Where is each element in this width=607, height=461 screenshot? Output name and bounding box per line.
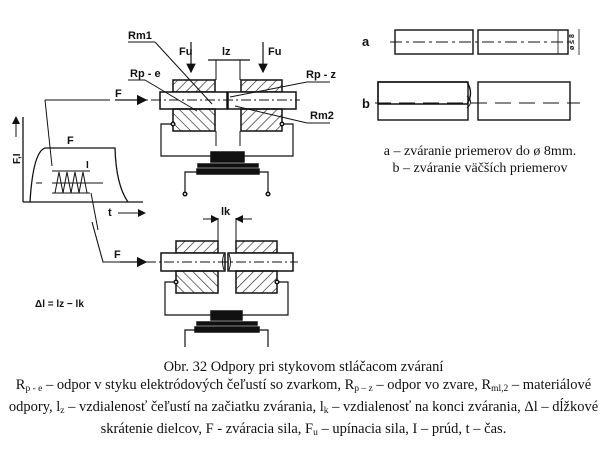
label-graph-t: t — [108, 207, 112, 219]
label-f-bottom: F — [114, 249, 121, 261]
label-rm2: Rm2 — [310, 110, 334, 122]
sym-rm-sub: ml,2 — [491, 384, 509, 394]
sym-rpe-sub: p - e — [25, 384, 43, 394]
sym-rpz-sub: p – z — [354, 384, 373, 394]
desc-lk: – vzdialenosť na konci zvárania, Δl – dĺ… — [100, 399, 599, 437]
label-graph-i: I — [86, 160, 89, 171]
top-welding-setup — [115, 41, 330, 197]
top-transformer-primary — [210, 151, 245, 163]
label-rpe: Rp - e — [130, 68, 161, 80]
desc-rpz: – odpor vo zvare, — [372, 377, 482, 393]
label-fu-left: Fu — [179, 46, 192, 58]
label-fu-right: Fu — [268, 46, 281, 58]
label-f-top: F — [115, 88, 122, 100]
current-waveform — [54, 171, 88, 194]
figure-title: Obr. 32 Odpory pri stykovom stláčacom zv… — [163, 359, 444, 375]
variant-a-caption: a – zváranie priemerov do ø 8mm. — [383, 144, 577, 159]
sym-lz-sub: z — [60, 406, 65, 416]
desc-fu: – upínacia sila, I – prúd, t – čas. — [317, 421, 507, 437]
sym-fu: F — [305, 421, 314, 437]
variant-b-caption: b – zváranie väčších priemerov — [392, 161, 568, 176]
diameter-dimension: ø ≤ 8 — [569, 34, 576, 50]
lower-left-jaw — [172, 108, 216, 132]
desc-rpe: – odpor v styku elektródových čeľustí so… — [42, 377, 345, 393]
sym-lk: l — [319, 399, 324, 415]
variant-a-rods — [390, 29, 580, 55]
label-graph-y: F,I — [12, 153, 23, 164]
sym-rpz: R — [344, 377, 355, 393]
label-lz: lz — [222, 46, 231, 58]
bottom-welding-setup — [91, 215, 298, 347]
sym-lz: l — [56, 399, 61, 415]
figure-description: Rp - e – odpor v styku elektródových čeľ… — [0, 376, 607, 442]
sym-rpe: R — [15, 377, 26, 393]
variants-caption: a – zváranie priemerov do ø 8mm. b – zvá… — [360, 143, 600, 177]
label-rm1: Rm1 — [128, 30, 152, 42]
label-variant-a: a — [362, 34, 370, 49]
desc-lz: – vzdialenosť čeľustí na začiatku zváran… — [64, 399, 320, 415]
upper-left-jaw — [172, 79, 216, 93]
sym-lk-sub: k — [323, 406, 329, 416]
variant-b-rods — [375, 81, 580, 121]
desc-rm: – materiálové odpory, — [8, 377, 592, 415]
upper-right-jaw — [240, 79, 283, 93]
force-current-graph — [12, 99, 146, 231]
sym-fu-sub: u — [313, 428, 318, 438]
label-rpz: Rp - z — [306, 69, 336, 81]
delta-formula: Δl = lz − lk — [35, 299, 84, 310]
label-variant-b: b — [362, 96, 370, 111]
sym-rm: R — [481, 377, 492, 393]
label-lk: lk — [221, 206, 231, 218]
label-graph-f: F — [67, 135, 74, 147]
force-curve — [29, 147, 129, 203]
welding-diagram: Rm1 Rp - e Rp - z Rm2 Fu Fu lz lk F F F,… — [12, 29, 580, 347]
